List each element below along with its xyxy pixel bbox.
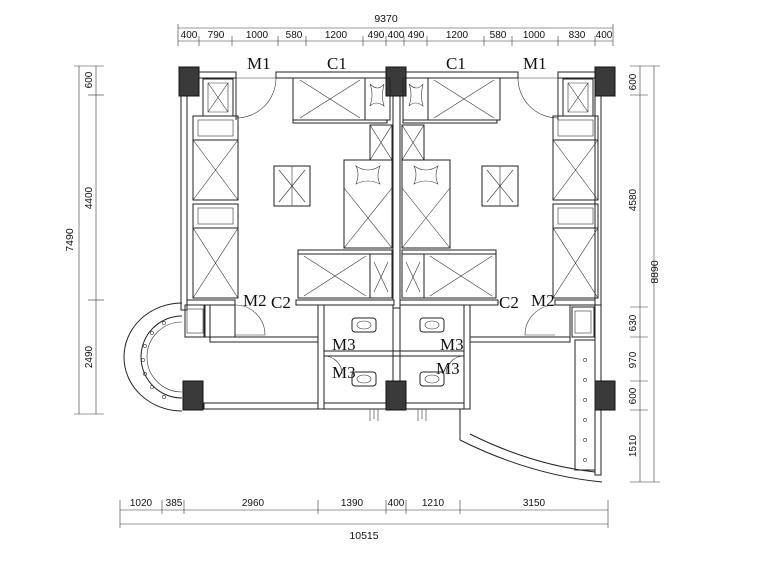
top-dimension-chain: 9370 400 790 1000 580 1200 490 400 490 1…	[177, 13, 614, 46]
right-seg-3: 630	[628, 314, 639, 331]
bottom-seg-5: 400	[388, 498, 405, 509]
bottom-seg-6: 1210	[422, 498, 445, 509]
right-seg-6: 1510	[628, 434, 639, 457]
bottom-seg-4: 1390	[341, 498, 364, 509]
top-total-dimension: 9370	[374, 13, 398, 25]
label-m2-right: M2	[531, 291, 555, 310]
top-seg-11: 1000	[523, 30, 546, 41]
top-seg-12: 830	[569, 30, 586, 41]
label-m1-left: M1	[247, 54, 271, 73]
right-seg-5: 600	[628, 387, 639, 404]
label-c2-right: C2	[499, 293, 519, 312]
top-seg-4: 580	[286, 30, 303, 41]
left-total-dimension: 7490	[64, 228, 76, 252]
left-dimension-chain: 7490 600 4400 2490	[64, 65, 104, 415]
label-c1-left: C1	[327, 54, 347, 73]
right-seg-4: 970	[628, 351, 639, 368]
label-c1-right: C1	[446, 54, 466, 73]
label-m3-bottom-left: M3	[332, 363, 356, 382]
column-top-center	[385, 66, 407, 97]
top-seg-2: 790	[208, 30, 225, 41]
left-seg-2: 4400	[84, 186, 95, 209]
top-seg-7: 400	[388, 30, 405, 41]
furniture	[123, 77, 603, 483]
column-top-left	[178, 66, 200, 97]
label-m2-left: M2	[243, 291, 267, 310]
column-bottom-left	[182, 380, 204, 411]
bottom-total-dimension: 10515	[349, 530, 378, 542]
top-seg-1: 400	[181, 30, 198, 41]
right-total-dimension: 8890	[649, 260, 661, 284]
column-top-right	[594, 66, 616, 97]
doors	[234, 77, 559, 375]
right-seg-2: 4580	[628, 188, 639, 211]
bottom-dimension-chain: 1020 385 2960 1390 400 1210 3150 10515	[119, 498, 609, 542]
top-ticks	[198, 36, 596, 46]
label-m1-right: M1	[523, 54, 547, 73]
bottom-seg-1: 1020	[130, 498, 153, 509]
top-seg-3: 1000	[246, 30, 269, 41]
label-m3-bottom-right: M3	[436, 359, 460, 378]
top-seg-6: 490	[368, 30, 385, 41]
top-seg-9: 1200	[446, 30, 469, 41]
columns	[178, 66, 616, 411]
label-c2-left: C2	[271, 293, 291, 312]
top-seg-13: 400	[596, 30, 613, 41]
label-m3-top-right: M3	[440, 335, 464, 354]
column-bottom-right	[594, 380, 616, 411]
bottom-seg-2: 385	[166, 498, 183, 509]
top-seg-8: 490	[408, 30, 425, 41]
opening-labels: M1 C1 C1 M1 M2 C2 C2 M2 M3 M3 M3 M3	[243, 54, 555, 382]
top-seg-5: 1200	[325, 30, 348, 41]
bottom-seg-3: 2960	[242, 498, 265, 509]
label-m3-top-left: M3	[332, 335, 356, 354]
column-bottom-center	[385, 380, 407, 411]
top-seg-10: 580	[490, 30, 507, 41]
left-seg-1: 600	[84, 71, 95, 88]
right-seg-1: 600	[628, 73, 639, 90]
left-seg-3: 2490	[84, 345, 95, 368]
bottom-seg-7: 3150	[523, 498, 546, 509]
right-dimension-chain: 600 4580 630 970 600 1510 8890	[628, 65, 661, 483]
